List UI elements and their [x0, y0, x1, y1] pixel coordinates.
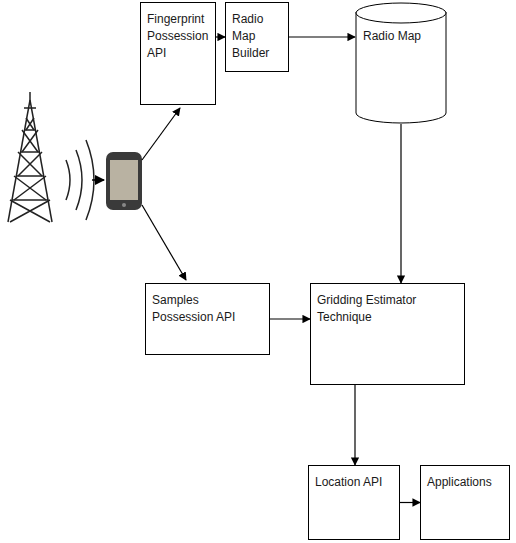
node-label: Radio Map	[363, 28, 439, 45]
process-box: Applications	[420, 465, 510, 540]
phone-link	[142, 205, 186, 280]
database-cylinder: Radio Map	[355, 2, 447, 124]
process-box: Gridding Estimator Technique	[310, 283, 465, 385]
signal-waves	[66, 140, 94, 220]
cylinder-outline	[355, 2, 447, 124]
radio-tower	[8, 92, 52, 222]
arrow-connector	[400, 124, 401, 283]
phone-link	[142, 108, 180, 160]
arrow-connector	[354, 385, 355, 465]
node-label: Fingerprint Possession API	[147, 11, 209, 62]
arrow-connector	[216, 36, 225, 37]
phone-icon	[92, 152, 142, 210]
node-label: Radio Map Builder	[232, 11, 282, 62]
process-box: Fingerprint Possession API	[140, 2, 216, 105]
node-label: Applications	[427, 474, 503, 491]
node-label: Samples Possession API	[152, 292, 263, 326]
arrow-connector	[289, 36, 355, 37]
arrow-connector	[400, 502, 420, 503]
arrow-connector	[270, 318, 310, 319]
process-box: Samples Possession API	[145, 283, 270, 355]
node-label: Gridding Estimator Technique	[317, 292, 458, 326]
process-box: Location API	[308, 465, 400, 540]
process-box: Radio Map Builder	[225, 2, 289, 72]
node-label: Location API	[315, 474, 393, 491]
